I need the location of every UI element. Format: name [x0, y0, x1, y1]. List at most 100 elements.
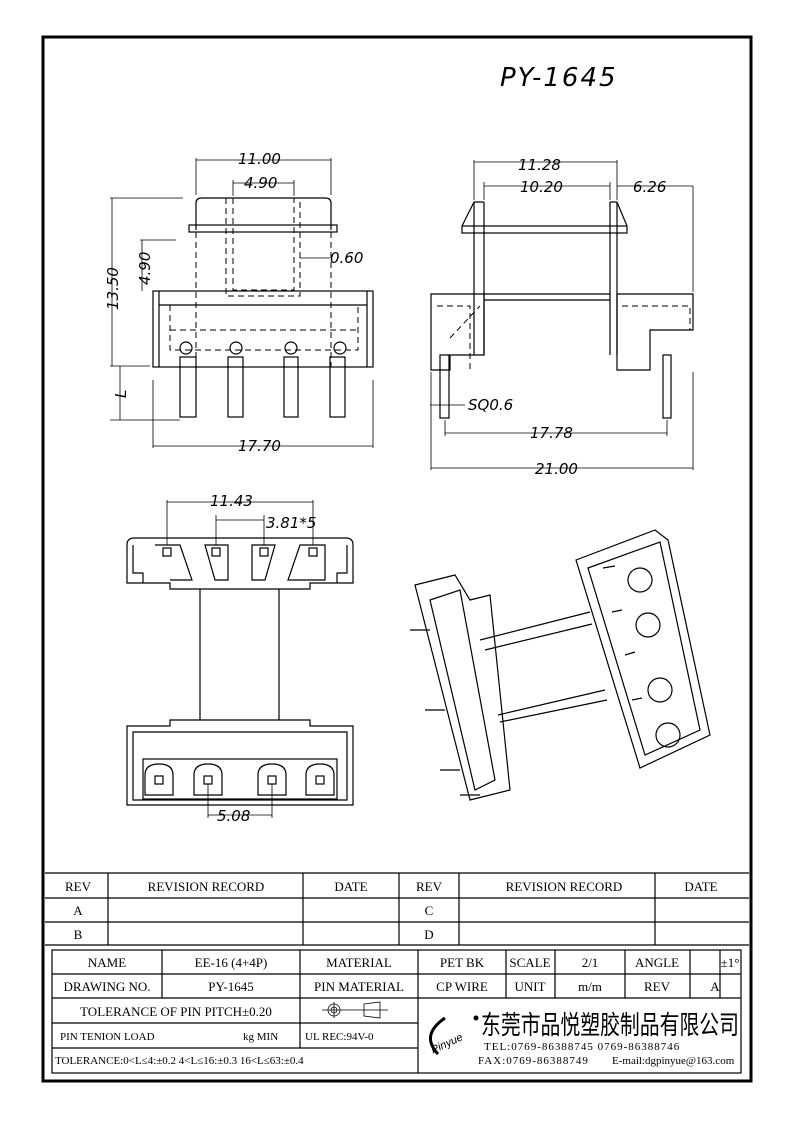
rev-label: REV — [644, 979, 671, 994]
side-pin-right — [662, 354, 672, 419]
dim-4-90-side: 4.90 — [136, 252, 154, 285]
drawing-line — [203, 775, 213, 785]
drawing-line — [193, 763, 223, 796]
drawing-line: Pinyue — [429, 1031, 465, 1056]
fax: FAX:0769-86388749 — [478, 1055, 589, 1067]
name-value: EE-16 (4+4P) — [195, 955, 268, 970]
scale-value: 2/1 — [582, 955, 599, 970]
drawing-line — [430, 160, 694, 470]
drawing-line — [179, 341, 193, 355]
rev-c: C — [425, 903, 434, 918]
drawing-frame — [41, 35, 753, 1083]
drawing-line — [627, 567, 653, 593]
drawing-line — [211, 547, 221, 557]
drawing-title: PY-1645 — [500, 63, 618, 93]
ul-rec: UL REC:94V-0 — [305, 1031, 374, 1043]
drawing-line — [322, 1001, 388, 1019]
dim-17-70: 17.70 — [238, 437, 281, 455]
pin-tension: PIN TENION LOAD — [60, 1031, 155, 1043]
dim-4-90-top: 4.90 — [244, 174, 277, 192]
dim-11-28: 11.28 — [518, 156, 561, 174]
drawing-line — [142, 758, 338, 800]
pin-tension-unit: kg MIN — [243, 1031, 278, 1043]
drawing-line — [52, 950, 741, 1073]
drawing-line — [473, 1015, 479, 1021]
drawing-line — [461, 225, 628, 234]
drawing-line — [587, 541, 701, 756]
drawing-line — [51, 949, 742, 1074]
drawing-line — [575, 529, 711, 769]
side-pin-left — [439, 354, 450, 419]
material-label: MATERIAL — [326, 955, 392, 970]
drawing-line — [461, 201, 628, 227]
pin-material-label: PIN MATERIAL — [314, 979, 404, 994]
dim-sq0-6: SQ0.6 — [468, 396, 513, 414]
unit-label: UNIT — [514, 979, 545, 994]
drawing-line — [333, 341, 347, 355]
drawing-line — [430, 293, 694, 371]
revision-table: REV REVISION RECORD DATE REV REVISION RE… — [45, 872, 749, 946]
drawing-line — [267, 775, 277, 785]
angle-label: ANGLE — [635, 955, 679, 970]
tolerance-pitch: TOLERANCE OF PIN PITCH±0.20 — [80, 1004, 272, 1019]
dim-11-43: 11.43 — [210, 492, 253, 510]
drawing-line — [179, 356, 197, 418]
front-base — [152, 290, 374, 368]
drawing-line — [329, 356, 346, 418]
drawing-line — [126, 719, 354, 806]
dim-13-50: 13.50 — [104, 267, 122, 310]
drawing-line — [305, 763, 335, 796]
drawing-line — [155, 544, 326, 581]
dim-5-08: 5.08 — [217, 807, 250, 825]
dim-6-26: 6.26 — [633, 178, 666, 196]
dim-11-00: 11.00 — [238, 150, 281, 168]
front-flange — [188, 224, 338, 233]
projection-symbol-icon — [322, 1001, 388, 1019]
dim-0-60: 0.60 — [330, 249, 363, 267]
drawing-line — [132, 545, 348, 583]
unit-value: m/m — [578, 979, 602, 994]
drawing-line — [227, 356, 244, 418]
drawing-line — [484, 293, 610, 301]
drawing-line — [655, 722, 681, 748]
drawing-line — [257, 763, 287, 796]
dim-10-20: 10.20 — [520, 178, 563, 196]
drawing-line — [283, 356, 299, 418]
angle-value: ±1° — [721, 955, 740, 970]
rev-b: B — [74, 927, 83, 942]
drawing-line — [437, 305, 691, 370]
drawing-line — [169, 232, 359, 367]
drawing-line — [166, 500, 314, 818]
isometric-view — [410, 529, 711, 801]
telephone: TEL:0769-86388745 0769-86388746 — [484, 1041, 680, 1053]
drawing-line — [126, 537, 354, 590]
drawing-no-value: PY-1645 — [208, 979, 254, 994]
rev-a: A — [73, 903, 83, 918]
drawing-line — [315, 775, 325, 785]
drawing-line — [154, 775, 164, 785]
drawing-line — [110, 158, 374, 448]
drawing-line — [162, 547, 172, 557]
drawing-line — [284, 341, 298, 355]
revision-record-header-2: REVISION RECORD — [506, 879, 623, 894]
scale-label: SCALE — [509, 955, 550, 970]
name-label: NAME — [88, 955, 126, 970]
pin-material-value: CP WIRE — [436, 979, 488, 994]
drawing-line — [410, 565, 643, 796]
drawing-line — [199, 589, 280, 720]
rev-d: D — [424, 927, 433, 942]
general-tolerance: TOLERANCE:0<L≤4:±0.2 4<L≤16:±0.3 16<L≤63… — [55, 1055, 304, 1067]
front-view: 11.00 4.90 0.60 13.50 4.90 L 17.70 — [104, 150, 374, 455]
dim-17-78: 17.78 — [530, 424, 573, 442]
drawing-line — [414, 574, 511, 801]
email: E-mail:dgpinyue@163.com — [612, 1055, 735, 1067]
drawing-line — [45, 872, 749, 946]
drawing-line — [158, 291, 368, 367]
dim-L: L — [112, 390, 130, 398]
drawing-line — [429, 1016, 446, 1056]
revision-record-header: REVISION RECORD — [148, 879, 265, 894]
drawing-line — [647, 677, 673, 703]
front-top-body — [195, 197, 332, 230]
drawing-line — [144, 763, 174, 796]
drawing-line — [479, 611, 608, 723]
